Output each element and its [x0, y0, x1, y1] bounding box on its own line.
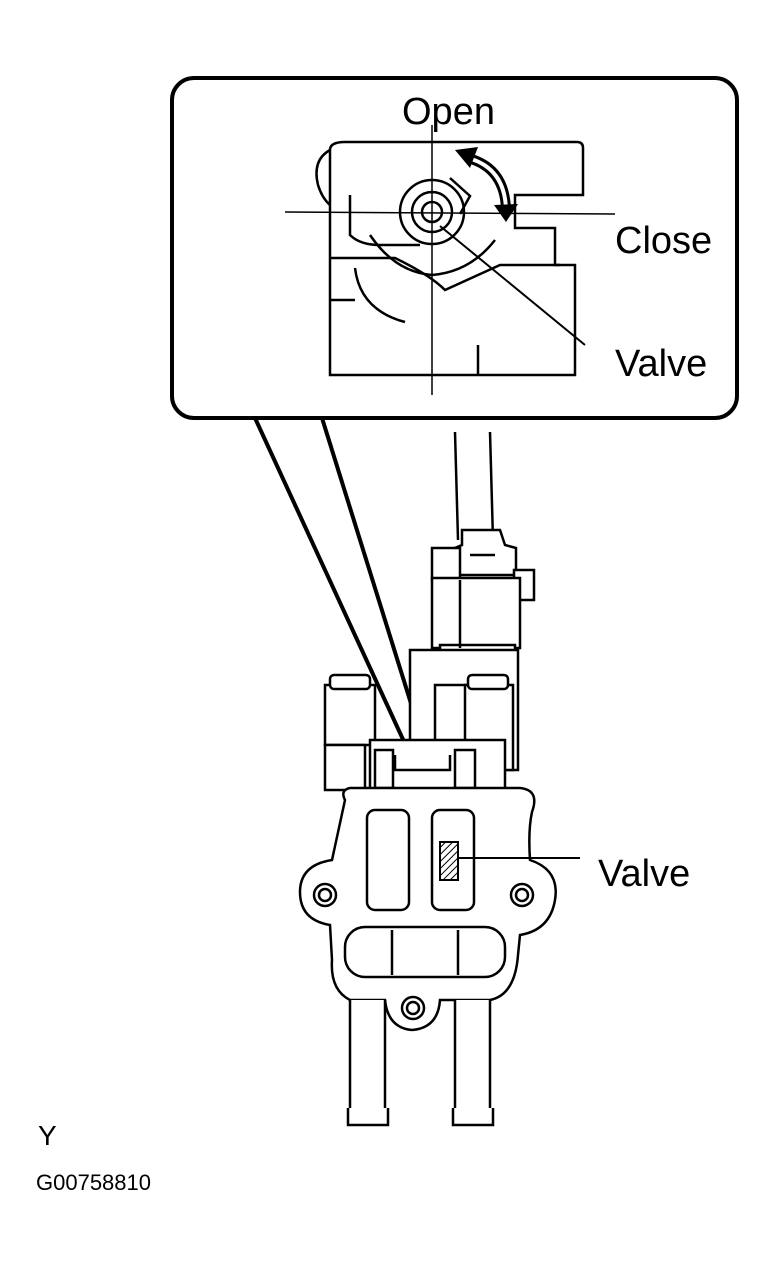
valve-detail-leader	[439, 225, 586, 346]
centerlines	[284, 125, 616, 395]
detail-callout	[170, 76, 739, 420]
hose	[453, 431, 495, 541]
open-close-arrow-icon	[455, 147, 518, 222]
close-label: Close	[615, 220, 713, 262]
open-label: Open	[402, 91, 495, 133]
valve-main-label: Valve	[598, 853, 691, 895]
valve-body	[298, 648, 557, 1127]
valve-plate	[439, 841, 459, 881]
figure-code: G00758810	[36, 1170, 151, 1195]
view-letter: Y	[38, 1120, 57, 1151]
valve-detail-label: Valve	[615, 343, 708, 385]
